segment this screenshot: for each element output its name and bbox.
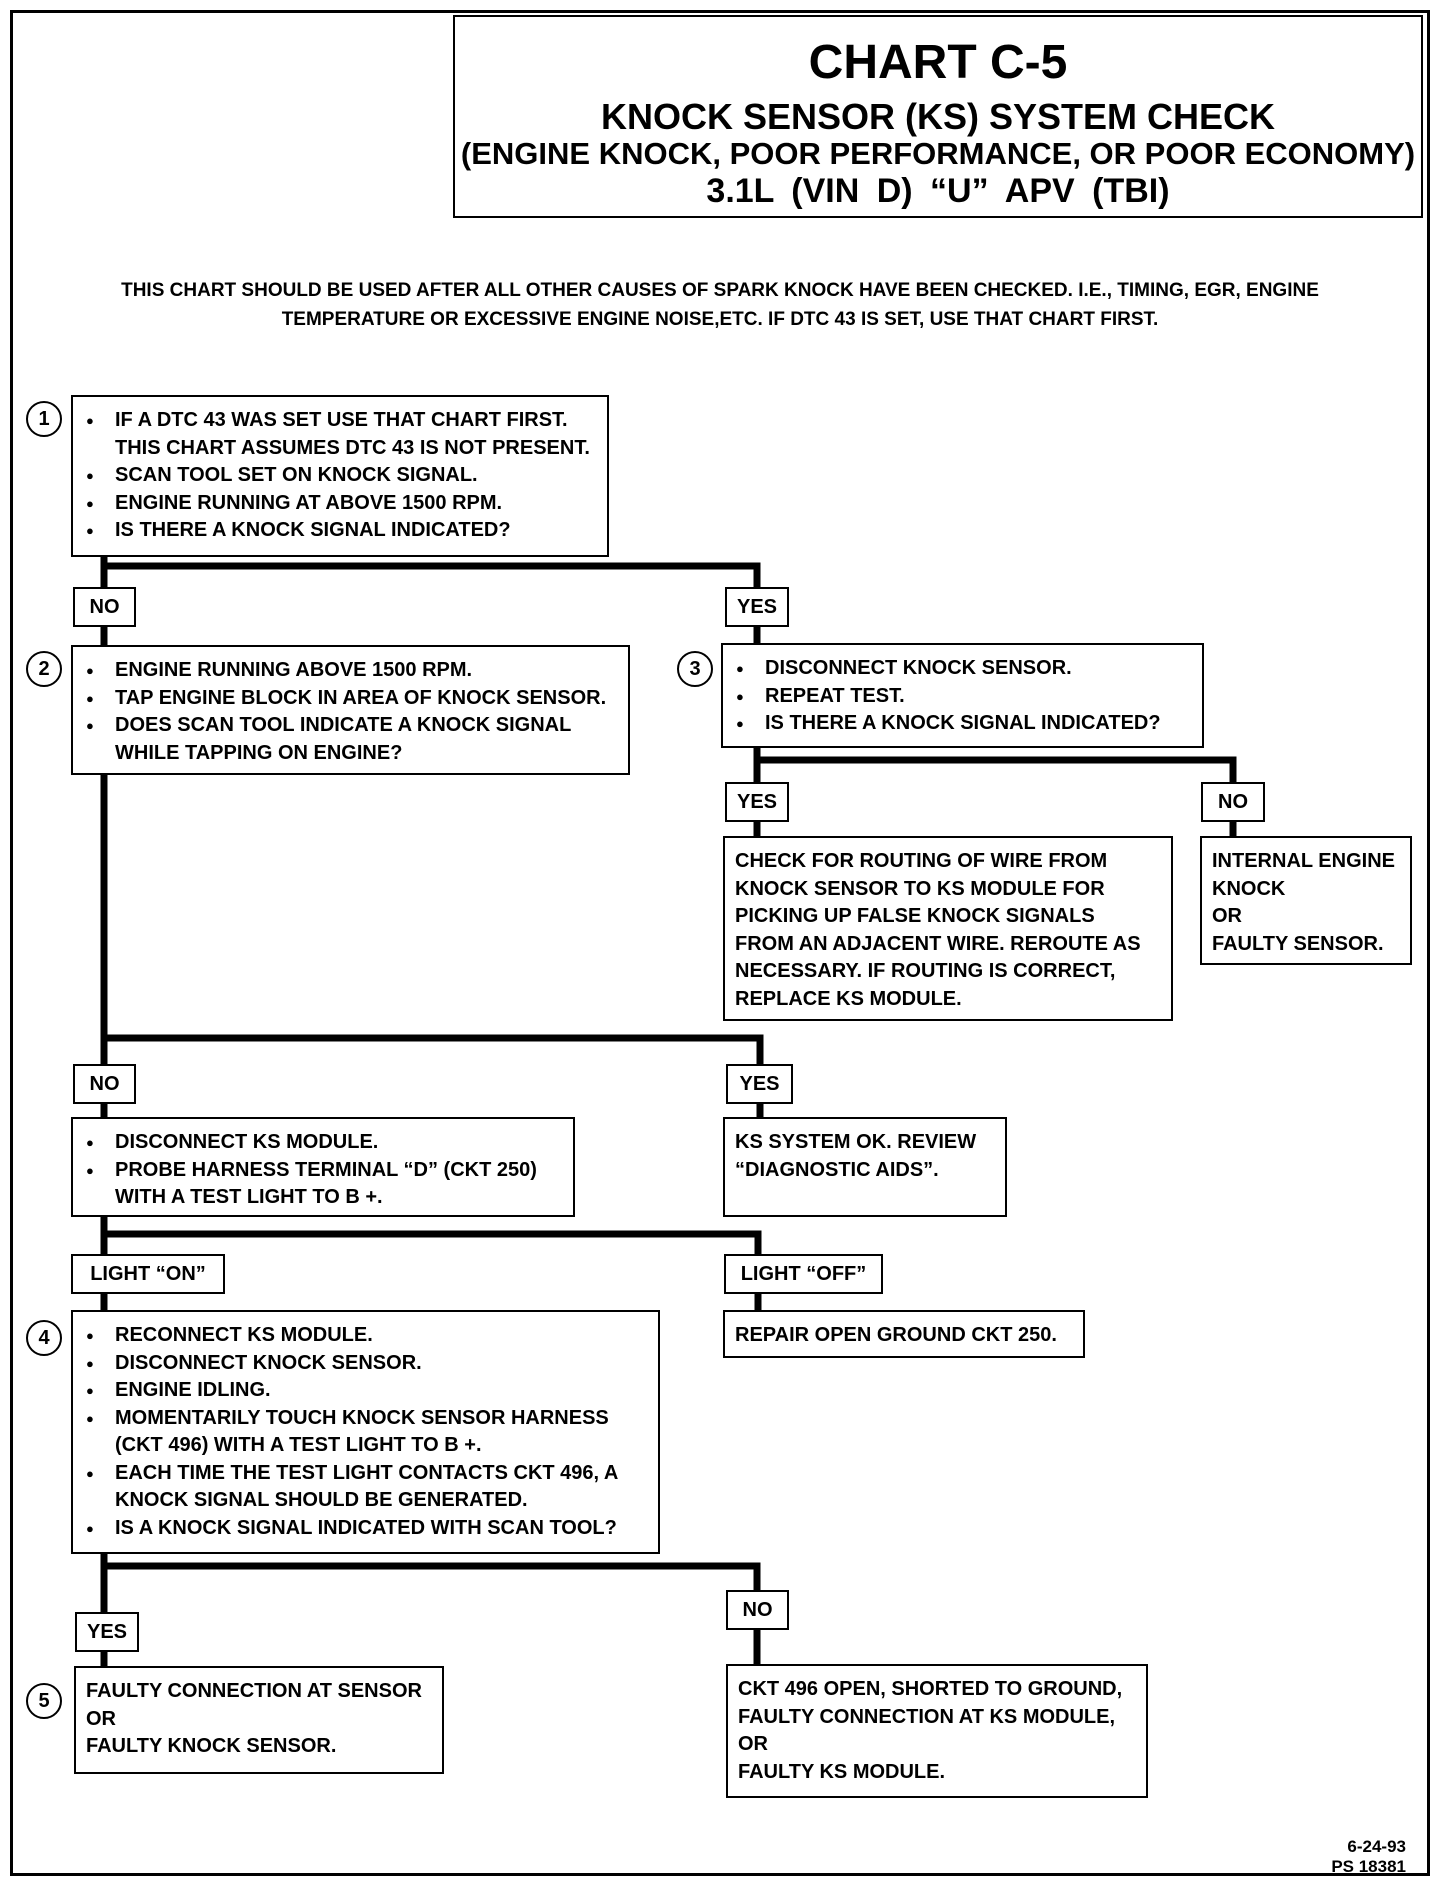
footer-date: 6-24-93 <box>1347 1837 1406 1856</box>
label-no-step3: NO <box>1201 782 1265 822</box>
module-item: DISCONNECT KS MODULE. <box>83 1129 565 1157</box>
footer: 6-24-93 PS 18381 <box>1331 1837 1406 1877</box>
faulty-connection-box: FAULTY CONNECTION AT SENSOR OR FAULTY KN… <box>74 1666 444 1774</box>
step4-item: MOMENTARILY TOUCH KNOCK SENSOR HARNESS (… <box>83 1405 650 1460</box>
step1-item: IS THERE A KNOCK SIGNAL INDICATED? <box>83 517 599 545</box>
intro-text: THIS CHART SHOULD BE USED AFTER ALL OTHE… <box>60 276 1380 334</box>
label-light-off: LIGHT “OFF” <box>724 1254 883 1294</box>
step-number-1: 1 <box>26 401 62 437</box>
chart-title: KNOCK SENSOR (KS) SYSTEM CHECK <box>600 96 1276 137</box>
routing-box: CHECK FOR ROUTING OF WIRE FROM KNOCK SEN… <box>723 836 1173 1021</box>
step3-item: REPEAT TEST. <box>733 683 1194 711</box>
disconnect-module-box: DISCONNECT KS MODULE. PROBE HARNESS TERM… <box>71 1117 575 1217</box>
step4-box: RECONNECT KS MODULE. DISCONNECT KNOCK SE… <box>71 1310 660 1554</box>
label-no-step1: NO <box>73 587 136 627</box>
step2-item: TAP ENGINE BLOCK IN AREA OF KNOCK SENSOR… <box>83 685 620 713</box>
step3-item: IS THERE A KNOCK SIGNAL INDICATED? <box>733 710 1194 738</box>
intro-line-1: THIS CHART SHOULD BE USED AFTER ALL OTHE… <box>121 280 1319 301</box>
repair-open-box: REPAIR OPEN GROUND CKT 250. <box>723 1310 1085 1358</box>
ks-ok-box: KS SYSTEM OK. REVIEW “DIAGNOSTIC AIDS”. <box>723 1117 1007 1217</box>
step2-box: ENGINE RUNNING ABOVE 1500 RPM. TAP ENGIN… <box>71 645 630 775</box>
label-yes-step3: YES <box>725 782 789 822</box>
ckt496-box: CKT 496 OPEN, SHORTED TO GROUND, FAULTY … <box>726 1664 1148 1798</box>
step-number-4: 4 <box>26 1320 62 1356</box>
step-number-2: 2 <box>26 651 62 687</box>
label-yes-step1: YES <box>725 587 789 627</box>
label-no-step2: NO <box>73 1064 136 1104</box>
step1-item: ENGINE RUNNING AT ABOVE 1500 RPM. <box>83 490 599 518</box>
title-block: CHART C-5 KNOCK SENSOR (KS) SYSTEM CHECK… <box>453 15 1423 218</box>
chart-subtitle: (ENGINE KNOCK, POOR PERFORMANCE, OR POOR… <box>460 136 1416 171</box>
step4-item: RECONNECT KS MODULE. <box>83 1322 650 1350</box>
label-yes-step4: YES <box>75 1612 139 1652</box>
step4-item: DISCONNECT KNOCK SENSOR. <box>83 1350 650 1378</box>
step4-item: IS A KNOCK SIGNAL INDICATED WITH SCAN TO… <box>83 1515 650 1543</box>
connector-step2-branches <box>100 771 764 1068</box>
step1-box: IF A DTC 43 WAS SET USE THAT CHART FIRST… <box>71 395 609 557</box>
step-number-5: 5 <box>26 1683 62 1719</box>
step1-item: IF A DTC 43 WAS SET USE THAT CHART FIRST… <box>83 407 599 462</box>
step4-item: EACH TIME THE TEST LIGHT CONTACTS CKT 49… <box>83 1460 650 1515</box>
chart-number: CHART C-5 <box>808 36 1068 89</box>
step4-item: ENGINE IDLING. <box>83 1377 650 1405</box>
label-yes-step2: YES <box>726 1064 793 1104</box>
step2-item: ENGINE RUNNING ABOVE 1500 RPM. <box>83 657 620 685</box>
connector-step1-branches <box>100 554 761 592</box>
label-light-on: LIGHT “ON” <box>71 1254 225 1294</box>
connector-step3-branches <box>753 744 1237 786</box>
page-frame <box>10 10 1430 1876</box>
module-item: PROBE HARNESS TERMINAL “D” (CKT 250) WIT… <box>83 1157 565 1212</box>
step1-item: SCAN TOOL SET ON KNOCK SIGNAL. <box>83 462 599 490</box>
internal-knock-box: INTERNAL ENGINE KNOCK OR FAULTY SENSOR. <box>1200 836 1412 965</box>
step3-item: DISCONNECT KNOCK SENSOR. <box>733 655 1194 683</box>
label-no-step4: NO <box>726 1590 789 1630</box>
footer-code: PS 18381 <box>1331 1857 1406 1876</box>
vehicle-line: 3.1L (VIN D) “U” APV (TBI) <box>706 172 1170 210</box>
step3-box: DISCONNECT KNOCK SENSOR. REPEAT TEST. IS… <box>721 643 1204 748</box>
connector-module-branches <box>100 1213 762 1258</box>
step2-item: DOES SCAN TOOL INDICATE A KNOCK SIGNAL W… <box>83 712 620 767</box>
intro-line-2: TEMPERATURE OR EXCESSIVE ENGINE NOISE,ET… <box>281 309 1159 330</box>
connector-step4-branches <box>100 1550 761 1594</box>
step-number-3: 3 <box>677 651 713 687</box>
